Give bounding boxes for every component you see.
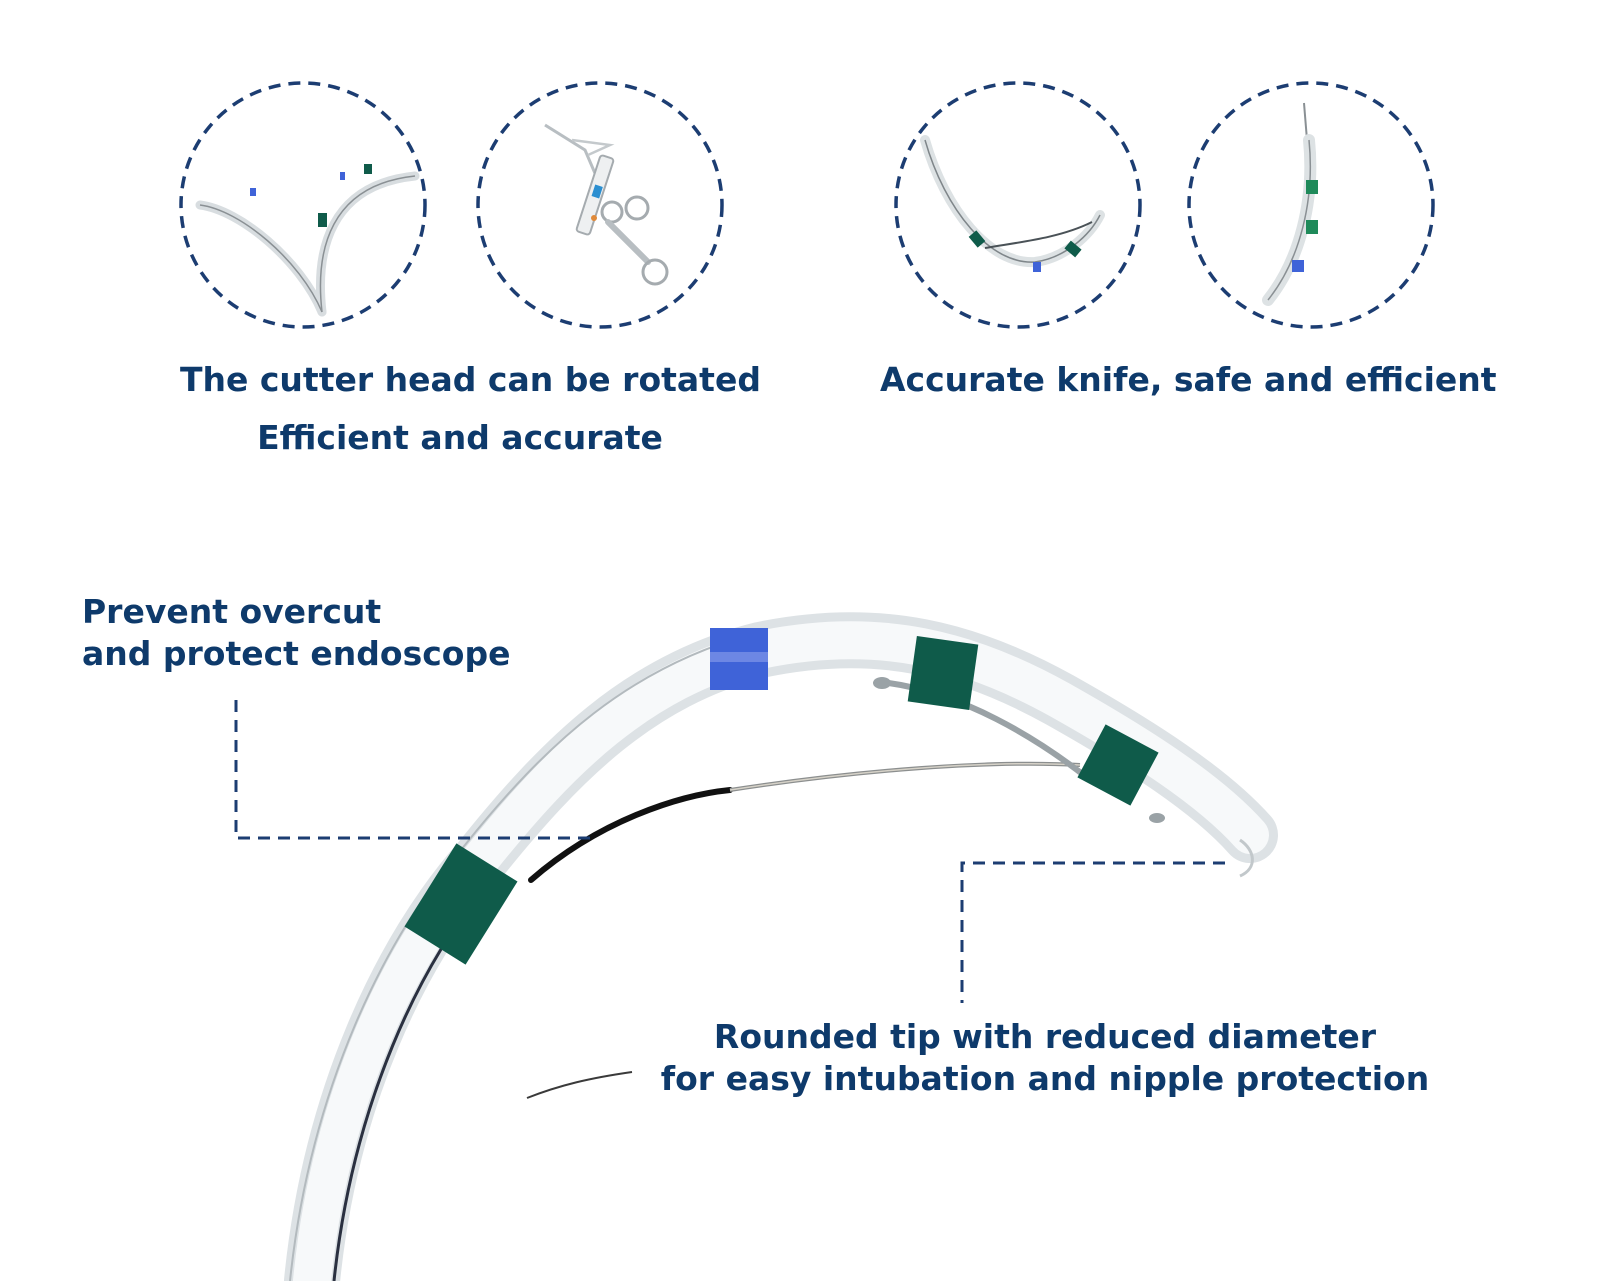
thumbnail-curved-knife <box>894 81 1142 329</box>
sphincterotome-catheter <box>284 612 1278 1281</box>
callout-line-overcut <box>234 700 595 840</box>
callout-overcut-line1: Prevent overcut <box>82 592 382 631</box>
caption-rotate-line2: Efficient and accurate <box>257 418 663 457</box>
thumbnail-rotatable-tip <box>179 81 427 329</box>
thumbnail-straight-knife <box>1187 81 1435 329</box>
caption-rotate-line1: The cutter head can be rotated <box>180 360 761 399</box>
callout-tip-line1: Rounded tip with reduced diameter <box>713 1017 1377 1056</box>
callout-overcut-line2: and protect endoscope <box>82 634 511 673</box>
thumbnail-handle <box>476 81 724 329</box>
callout-tip-line2: for easy intubation and nipple protectio… <box>660 1059 1430 1098</box>
callout-line-tip <box>960 861 1225 1003</box>
caption-knife: Accurate knife, safe and efficient <box>880 360 1497 399</box>
